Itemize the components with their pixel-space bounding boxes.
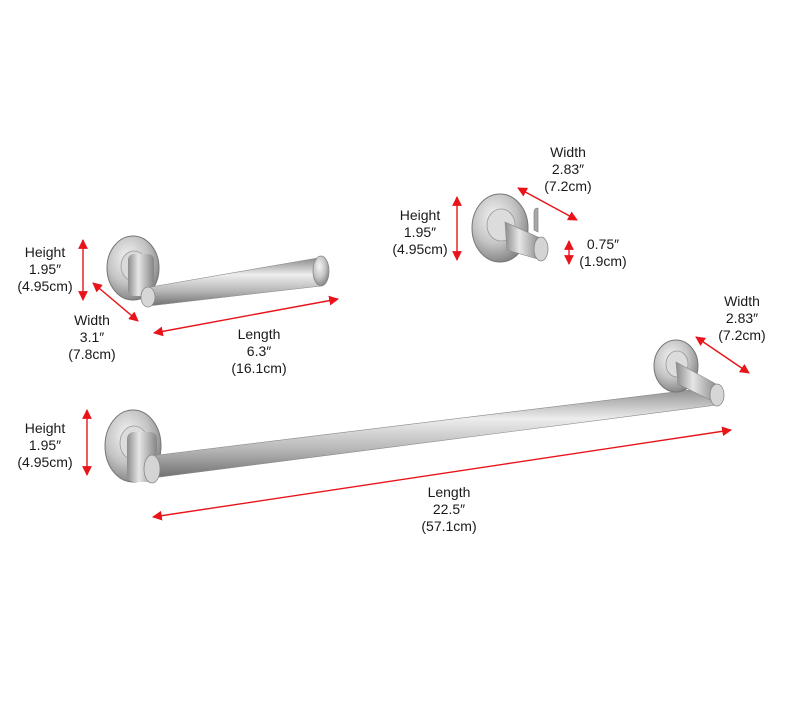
hook-height-imperial: 1.95″ [403, 224, 437, 240]
hook-height-title: Height [399, 207, 441, 223]
tp-length-title: Length [237, 326, 281, 342]
tp-height-title: Height [24, 244, 66, 260]
hook-projection-metric: (1.9cm) [579, 253, 627, 269]
hook-width-metric: (7.2cm) [544, 178, 592, 194]
tp-width-arrow [92, 282, 139, 322]
bar-height-title: Height [24, 420, 66, 436]
tp-width-metric: (7.8cm) [68, 346, 116, 362]
hook-width-arrow [517, 187, 578, 221]
bar-height-metric: (4.95cm) [17, 454, 73, 470]
tp-height-label: Height 1.95″ (4.95cm) [14, 244, 76, 295]
hook-width-imperial: 2.83″ [551, 161, 585, 177]
robe-hook-illustration [471, 193, 549, 263]
tp-length-arrow [153, 295, 339, 337]
hook-projection-label: 0.75″ (1.9cm) [575, 236, 631, 270]
bar-length-metric: (57.1cm) [421, 518, 477, 534]
tp-width-title: Width [74, 312, 110, 328]
toilet-paper-holder-illustration [106, 235, 330, 308]
tp-width-imperial: 3.1″ [79, 329, 105, 345]
bar-width-arrow [695, 336, 750, 374]
hook-width-title: Width [550, 144, 586, 160]
tp-height-metric: (4.95cm) [17, 278, 73, 294]
bar-height-label: Height 1.95″ (4.95cm) [12, 420, 78, 471]
bar-width-imperial: 2.83″ [725, 310, 759, 326]
bar-width-title: Width [724, 293, 760, 309]
tp-length-metric: (16.1cm) [231, 360, 287, 376]
hook-width-label: Width 2.83″ (7.2cm) [537, 144, 599, 195]
tp-height-imperial: 1.95″ [28, 261, 62, 277]
tp-length-label: Length 6.3″ (16.1cm) [226, 326, 292, 377]
bar-length-arrow [152, 426, 732, 521]
hook-projection-imperial: 0.75″ [586, 236, 620, 252]
towel-bar-illustration [104, 339, 725, 484]
bar-length-label: Length 22.5″ (57.1cm) [415, 484, 483, 535]
bar-length-imperial: 22.5″ [432, 501, 466, 517]
bar-width-label: Width 2.83″ (7.2cm) [711, 293, 773, 344]
bar-width-metric: (7.2cm) [718, 327, 766, 343]
bar-length-title: Length [427, 484, 471, 500]
hook-height-label: Height 1.95″ (4.95cm) [388, 207, 452, 258]
tp-length-imperial: 6.3″ [246, 343, 272, 359]
tp-width-label: Width 3.1″ (7.8cm) [62, 312, 122, 363]
bar-height-imperial: 1.95″ [28, 437, 62, 453]
hook-height-metric: (4.95cm) [392, 241, 448, 257]
